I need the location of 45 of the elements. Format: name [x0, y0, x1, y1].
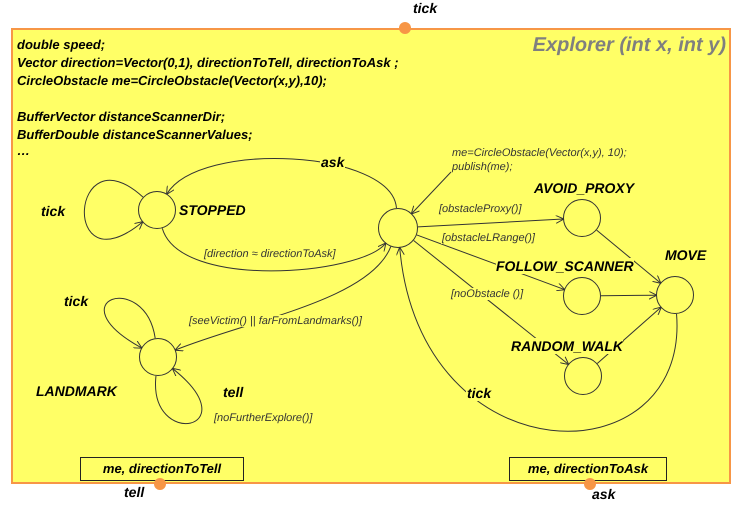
code-line: Vector direction=Vector(0,1), directionToTell, directionToAsk ;	[17, 55, 399, 70]
code-line: …	[17, 143, 30, 158]
message-text: me, directionToTell	[102, 461, 222, 476]
transition-arrow	[104, 298, 156, 349]
port-name: tick	[413, 0, 438, 16]
transition-arrow	[396, 246, 678, 431]
transition-arrow	[596, 230, 662, 284]
edge-label: tick	[466, 385, 492, 401]
code-line: double speed;	[17, 37, 106, 52]
state-name: AVOID_PROXY	[534, 180, 634, 196]
class-frame	[11, 28, 731, 484]
port-name: tell	[124, 484, 144, 500]
edge-label: [seeVictim() || farFromLandmarks()]	[188, 315, 363, 327]
state-name: STOPPED	[179, 202, 246, 218]
transition-arrow	[596, 306, 662, 364]
action-text: me=CircleObstacle(Vector(x,y), 10); publish(me);	[452, 146, 628, 174]
edge-label: [obstacleLRange()]	[441, 232, 536, 244]
edge-label: [obstacleProxy()]	[438, 203, 523, 215]
code-line: BufferDouble distanceScannerValues;	[17, 127, 253, 142]
edge-label: [noObstacle ()]	[450, 288, 524, 300]
transition-arrow	[600, 290, 658, 300]
edge-label: ask	[320, 154, 346, 170]
state-name: LANDMARK	[36, 383, 117, 399]
edge-label: tick	[63, 293, 90, 309]
transition-arrow	[84, 180, 144, 240]
message-box	[509, 457, 667, 481]
guard-label: [noFurtherExplore()]	[214, 412, 312, 424]
message-text: me, directionToAsk	[526, 461, 650, 476]
code-line: CircleObstacle me=CircleObstacle(Vector(x,y),10);	[17, 73, 327, 88]
code-line: BufferVector distanceScannerDir;	[17, 109, 226, 124]
state-name: FOLLOW_SCANNER	[496, 258, 634, 274]
edge-label: [direction ≈ directionToAsk]	[203, 248, 337, 260]
edge-label: tell	[222, 384, 244, 400]
message-box	[80, 457, 244, 481]
edge-label: tick	[40, 203, 66, 219]
transition-arrow	[166, 158, 397, 209]
transition-arrow	[410, 172, 452, 215]
state-name: RANDOM_WALK	[511, 338, 623, 354]
transition-arrow	[162, 228, 387, 272]
transition-arrow	[155, 368, 202, 424]
class-title: Explorer (int x, int y)	[532, 34, 726, 57]
transition-arrow	[417, 214, 564, 228]
port-name: ask	[592, 486, 616, 502]
state-circle	[378, 208, 418, 248]
state-name: MOVE	[665, 247, 706, 263]
